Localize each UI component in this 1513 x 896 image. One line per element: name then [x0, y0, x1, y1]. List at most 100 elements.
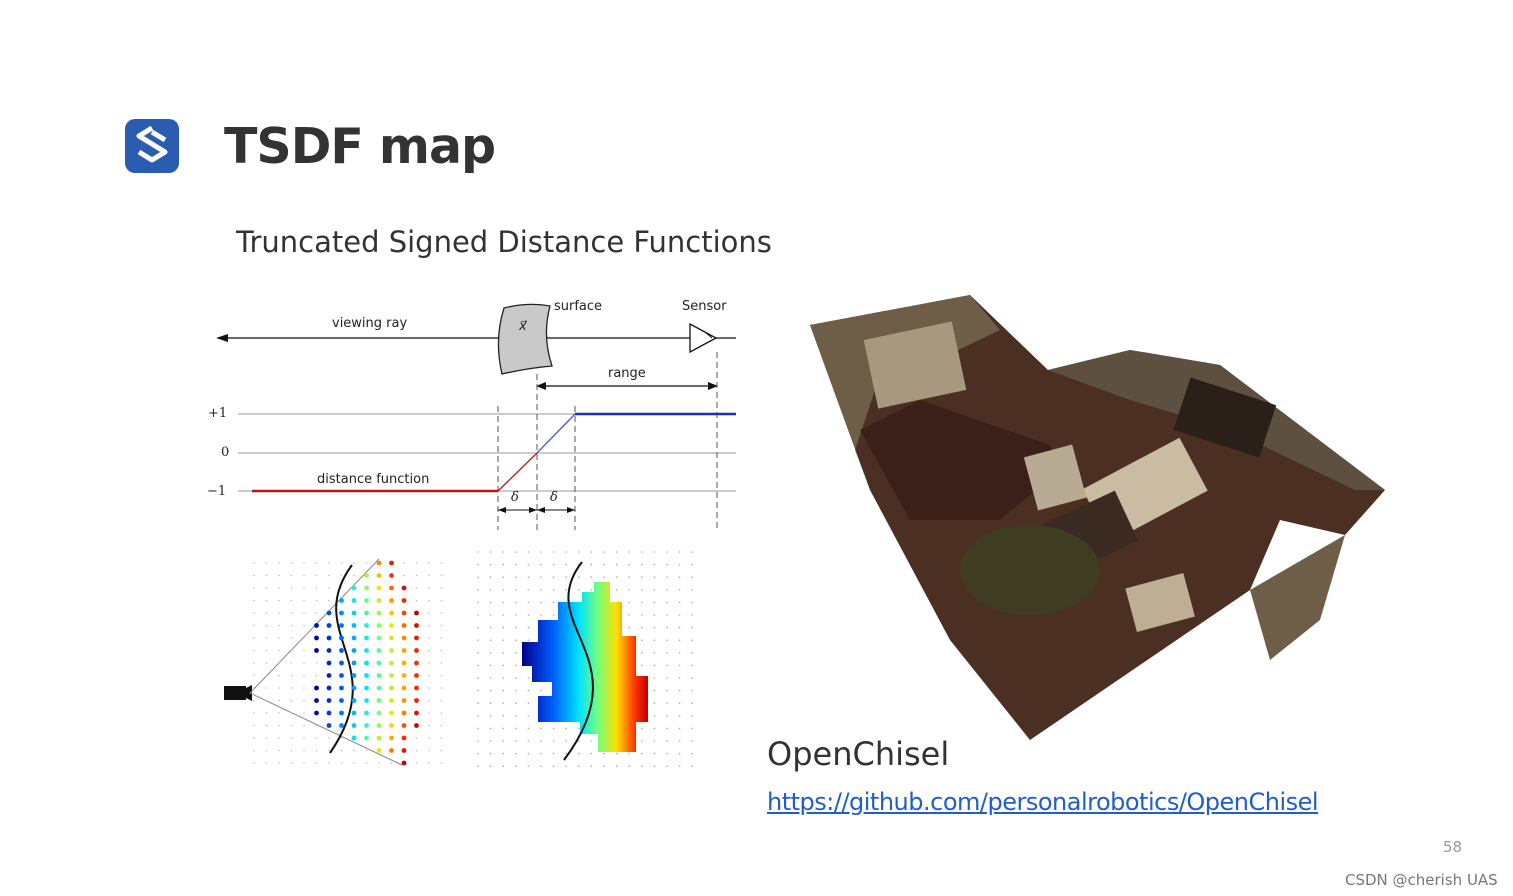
grid-dot: [339, 598, 344, 603]
grid-dot: [265, 674, 268, 677]
grid-dot: [253, 737, 255, 739]
grid-dot: [278, 712, 280, 714]
grid-dot: [314, 698, 319, 703]
grid-dot: [314, 710, 319, 716]
sensor-label: Sensor: [682, 299, 727, 314]
grid-dot: [303, 737, 305, 739]
grid-dot: [278, 674, 280, 677]
grid-dot: [641, 589, 643, 591]
grid-dot: [265, 737, 268, 739]
grid-dot: [303, 749, 305, 752]
grid-dot: [678, 576, 681, 578]
grid-dot: [401, 598, 407, 603]
grid-dot: [376, 673, 382, 678]
grid-dot: [502, 765, 504, 767]
grid-dot: [364, 723, 369, 728]
grid-dot: [339, 660, 344, 666]
grid-dot: [351, 735, 357, 741]
grid-dot: [303, 699, 305, 702]
grid-dot: [477, 563, 479, 566]
grid-dot: [401, 648, 407, 653]
grid-dot: [253, 749, 255, 752]
grid-dot: [653, 765, 656, 767]
grid-dot: [440, 599, 443, 602]
grid-dot: [376, 635, 382, 641]
grid-dot: [477, 765, 479, 767]
camera-icon: [224, 686, 246, 700]
grid-dot: [666, 551, 668, 553]
grid-dot: [489, 752, 492, 755]
grid-dot: [378, 762, 380, 764]
grid-dot: [489, 765, 492, 767]
grid-dot: [666, 576, 668, 578]
grid-dot: [253, 662, 255, 664]
grid-dot: [552, 765, 555, 767]
grid-dot: [578, 576, 580, 578]
grid-dot: [678, 614, 681, 616]
grid-dot: [653, 727, 656, 730]
grid-dot: [641, 601, 643, 604]
grid-dot: [278, 574, 280, 577]
grid-dot: [477, 689, 479, 692]
grid-dot: [489, 551, 492, 553]
grid-dot: [527, 677, 530, 679]
grid-dot: [540, 589, 542, 591]
grid-dot: [314, 635, 319, 641]
grid-dot: [315, 724, 318, 727]
grid-dot: [364, 685, 369, 691]
distance-function-label: distance function: [317, 472, 430, 487]
grid-dot: [364, 635, 369, 641]
grid-dot: [515, 702, 517, 704]
grid-dot: [628, 589, 630, 591]
grid-dot: [265, 562, 268, 564]
grid-dot: [414, 698, 419, 703]
grid-dot: [364, 573, 369, 578]
grid-dot: [364, 735, 369, 741]
grid-dot: [415, 737, 418, 739]
grid-dot: [303, 612, 305, 614]
grid-dot: [290, 562, 293, 564]
grid-dot: [666, 563, 668, 566]
grid-dot: [314, 648, 319, 653]
grid-dot: [678, 551, 681, 553]
grid-dot: [278, 762, 280, 764]
grid-dot: [440, 624, 443, 627]
grid-dot: [303, 712, 305, 714]
grid-dot: [477, 652, 479, 654]
grid-dot: [303, 649, 305, 652]
grid-dot: [653, 551, 656, 553]
grid-dot: [515, 563, 517, 566]
grid-dot: [653, 576, 656, 578]
grid-dot: [415, 562, 418, 564]
grid-dot: [265, 749, 268, 752]
grid-dot: [489, 589, 492, 591]
grid-dot: [653, 614, 656, 616]
grid-dot: [440, 737, 443, 739]
page-number: 58: [1443, 838, 1463, 856]
grid-dot: [527, 740, 530, 742]
grid-dot: [414, 648, 419, 653]
grid-dot: [489, 727, 492, 730]
grid-dot: [290, 574, 293, 577]
grid-dot: [326, 698, 332, 703]
openchisel-3d-reconstruction: [810, 295, 1385, 740]
grid-dot: [414, 660, 419, 666]
openchisel-github-link[interactable]: https://github.com/personalrobotics/Open…: [767, 788, 1319, 816]
grid-dot: [428, 737, 430, 739]
grid-dot: [365, 749, 368, 752]
page-subtitle: Truncated Signed Distance Functions: [236, 225, 772, 259]
grid-dot: [666, 740, 668, 742]
grid-dot: [428, 599, 430, 602]
grid-dot: [502, 626, 504, 629]
grid-dot: [364, 673, 369, 678]
watermark: CSDN @cherish UAS: [1345, 871, 1498, 889]
grid-dot: [389, 710, 394, 716]
tsdf-voxel-dot-grid: [224, 558, 443, 766]
grid-dot: [376, 660, 382, 666]
grid-dot: [628, 551, 630, 553]
grid-dot: [691, 752, 693, 755]
grid-dot: [339, 673, 344, 678]
grid-dot: [552, 601, 555, 604]
grid-dot: [641, 740, 643, 742]
grid-dot: [666, 639, 668, 641]
